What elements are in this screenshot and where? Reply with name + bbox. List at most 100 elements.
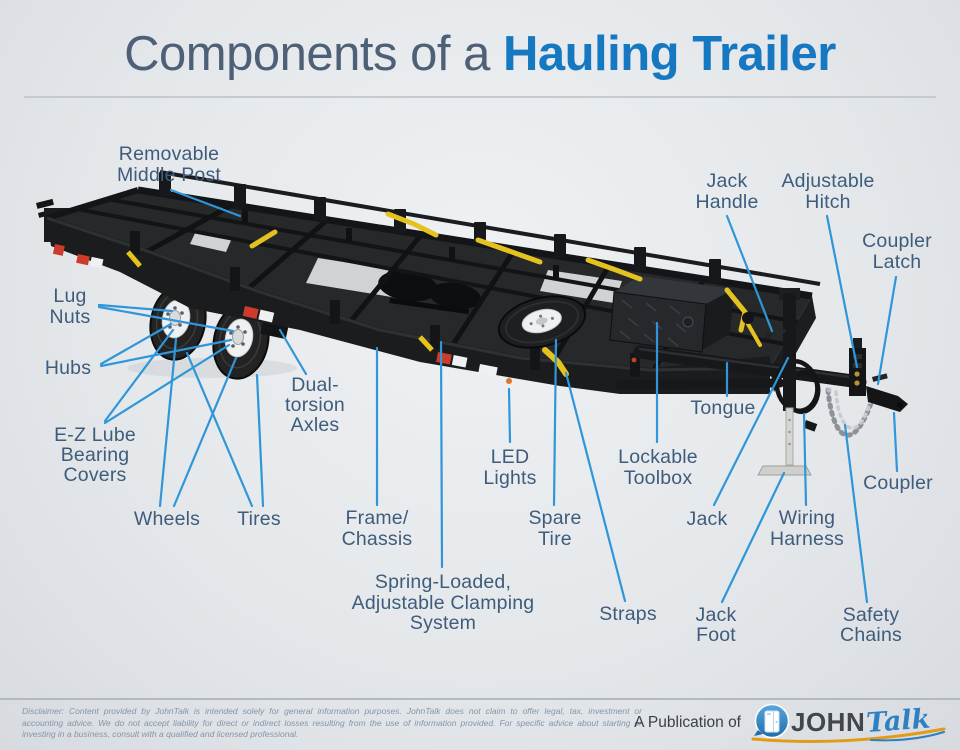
label-frame-chassis: Frame/ Chassis	[342, 507, 413, 550]
far-side-wheels	[378, 270, 481, 315]
logo-word-talk: Talk	[865, 704, 931, 739]
svg-text:Adjustable: Adjustable	[781, 170, 874, 192]
diamond-plate-texture	[619, 299, 687, 347]
leader-hubs-1	[99, 322, 173, 366]
johntalk-logo[interactable]: JOHN Talk	[751, 700, 946, 746]
label-coupler: Coupler	[863, 472, 933, 494]
leader-led-lights	[507, 387, 512, 444]
leader-lug-nuts-2	[97, 305, 235, 333]
leader-lug-nuts-1	[97, 303, 174, 313]
svg-text:Tires: Tires	[237, 508, 281, 530]
svg-text:Hubs: Hubs	[45, 357, 91, 379]
wheel-shadow	[127, 358, 297, 378]
toolbox-art	[609, 276, 734, 353]
wheel-tire-2	[212, 302, 270, 380]
leader-wheels-2	[172, 356, 238, 508]
svg-text:Frame/: Frame/	[346, 507, 409, 529]
label-jack-foot: Jack Foot	[696, 604, 737, 646]
hitch-coupler-art	[849, 338, 908, 412]
label-lockable-toolbox: Lockable Toolbox	[618, 446, 698, 489]
svg-text:Toolbox: Toolbox	[624, 467, 693, 489]
label-wheels: Wheels	[134, 508, 200, 530]
svg-text:Bearing: Bearing	[61, 444, 130, 466]
publication-block: A Publication of JOHN Talk	[634, 700, 946, 746]
leader-coupler	[892, 411, 899, 473]
strap-ratchet	[742, 312, 754, 324]
label-led-lights: LED Lights	[483, 446, 536, 489]
logo-orange-swoosh	[751, 727, 946, 743]
page-title: Components of a Hauling Trailer	[0, 0, 960, 79]
disclaimer-text: Disclaimer: Content provided by JohnTalk…	[22, 706, 642, 741]
header: Components of a Hauling Trailer	[0, 0, 960, 98]
leader-hubs-2	[99, 338, 233, 368]
svg-text:Axles: Axles	[291, 414, 340, 436]
svg-text:Chassis: Chassis	[342, 528, 413, 550]
svg-text:Removable: Removable	[119, 143, 219, 165]
porta-potty-bubble-icon	[754, 703, 790, 739]
svg-text:Straps: Straps	[599, 603, 657, 625]
leader-jack-foot	[720, 471, 786, 604]
footer: Disclaimer: Content provided by JohnTalk…	[0, 698, 960, 750]
svg-text:Latch: Latch	[873, 251, 922, 273]
leader-spare-tire	[552, 338, 558, 507]
disclaimer-line-1: Disclaimer: Content provided by JohnTalk…	[22, 706, 642, 716]
leader-straps	[564, 371, 627, 603]
svg-text:torsion: torsion	[285, 394, 345, 416]
leader-adjustable-hitch	[825, 214, 859, 369]
rear-rail	[46, 187, 139, 221]
near-rail-brackets	[130, 231, 640, 377]
toolbox-latch	[682, 316, 694, 328]
svg-text:Wheels: Wheels	[134, 508, 200, 530]
svg-text:Hitch: Hitch	[805, 191, 850, 213]
svg-text:Harness: Harness	[770, 528, 844, 550]
svg-text:Coupler: Coupler	[862, 230, 932, 252]
fascia-chevrons	[126, 250, 434, 352]
label-ez-lube-bearing-covers: E-Z Lube Bearing Covers	[54, 424, 136, 486]
removable-posts	[159, 172, 721, 283]
lug-nuts-2	[229, 325, 247, 348]
title-highlight: Hauling Trailer	[502, 27, 836, 81]
disclaimer-line-2: accounting advice. We do not accept liab…	[22, 717, 642, 728]
label-dual-torsion-axles: Dual- torsion Axles	[285, 374, 345, 436]
hub-2	[232, 329, 244, 345]
leader-tires-2	[255, 373, 265, 508]
label-removable-middle-post: Removable Middle Post	[117, 143, 221, 186]
led-light-2	[631, 357, 637, 363]
svg-text:Adjustable Clamping: Adjustable Clamping	[352, 592, 535, 614]
leader-lines	[97, 188, 899, 604]
leader-removable-middle-post	[169, 188, 242, 218]
publication-text: A Publication of	[634, 714, 741, 731]
svg-text:Lockable: Lockable	[618, 446, 698, 468]
svg-text:Jack: Jack	[707, 170, 748, 192]
spare-tire-art	[497, 295, 587, 349]
svg-text:Nuts: Nuts	[50, 306, 91, 328]
svg-text:Spring-Loaded,: Spring-Loaded,	[375, 571, 511, 593]
svg-text:Lug: Lug	[53, 285, 86, 307]
leader-tires-1	[185, 351, 254, 508]
label-spare-tire: Spare Tire	[528, 507, 581, 550]
svg-text:Wiring: Wiring	[779, 507, 835, 529]
leader-wiring-harness	[802, 412, 808, 507]
svg-text:System: System	[410, 612, 476, 634]
label-coupler-latch: Coupler Latch	[862, 230, 932, 273]
leader-jack	[712, 356, 790, 507]
jack-foot-art	[757, 465, 812, 476]
coupler-art	[866, 386, 908, 412]
near-rail-edge	[46, 216, 771, 372]
svg-text:E-Z Lube: E-Z Lube	[54, 424, 136, 446]
leader-dual-torsion-axles	[278, 328, 308, 376]
leader-jack-handle	[725, 214, 774, 333]
svg-text:Dual-: Dual-	[291, 374, 339, 396]
svg-text:Handle: Handle	[696, 191, 759, 213]
label-jack-handle: Jack Handle	[696, 170, 759, 213]
leader-coupler-latch	[876, 275, 898, 386]
tongue-art	[615, 345, 867, 390]
label-spring-loaded-clamping: Spring-Loaded, Adjustable Clamping Syste…	[352, 571, 535, 634]
near-side-fascia	[47, 216, 770, 394]
svg-text:Jack: Jack	[696, 604, 737, 626]
svg-text:Tongue: Tongue	[690, 397, 755, 419]
svg-text:Coupler: Coupler	[863, 472, 933, 494]
leader-spring-loaded	[439, 340, 444, 569]
